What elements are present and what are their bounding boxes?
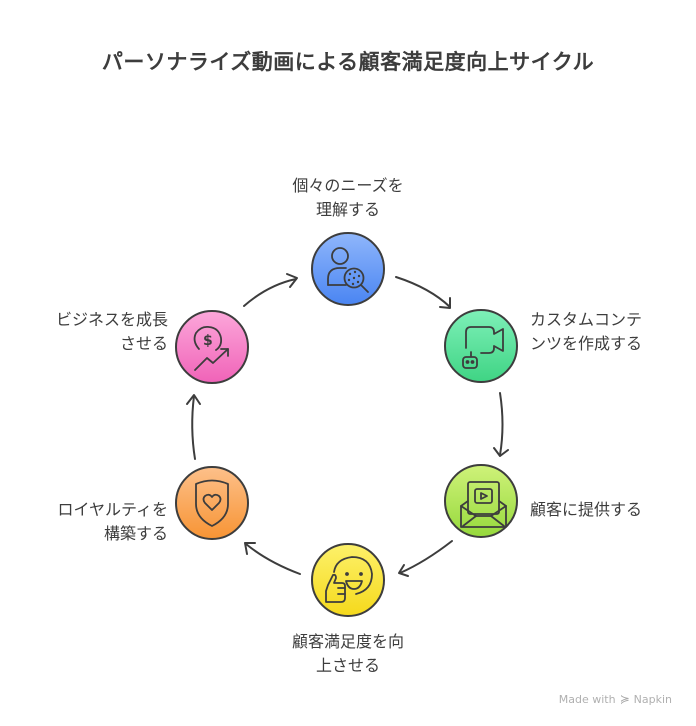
dollar-growth-icon: $	[193, 325, 229, 371]
video-camera-robot-icon	[462, 326, 504, 369]
step-circle-understand-needs	[311, 232, 385, 306]
step-label-build-loyalty: ロイヤルティを 構築する	[10, 498, 168, 546]
dollar-sign: $	[203, 333, 213, 349]
step-label-line: 構築する	[103, 524, 168, 543]
step-circle-improve-satisfaction	[311, 543, 385, 617]
step-label-line: ロイヤルティを	[57, 500, 168, 519]
step-circle-deliver	[444, 464, 518, 538]
arrow-3-to-4	[398, 540, 453, 577]
step-label-understand-needs: 個々のニーズを 理解する	[248, 174, 448, 222]
arrow-5-to-6	[186, 394, 201, 460]
step-label-line: させる	[119, 334, 168, 353]
smiley-thumbs-up-icon	[325, 556, 373, 603]
step-label-line: 顧客に提供する	[530, 500, 643, 519]
step-label-line: 上させる	[315, 656, 380, 675]
envelope-video-icon	[460, 481, 507, 528]
step-label-line: 顧客満足度を向	[291, 632, 404, 651]
diagram-title: パーソナライズ動画による顧客満足度向上サイクル	[101, 50, 595, 74]
step-circle-grow-business: $	[175, 310, 249, 384]
made-with-napkin-footer: Made with ≽ Napkin	[559, 692, 672, 706]
step-label-grow-business: ビジネスを成長 させる	[10, 308, 168, 356]
step-label-line: ビジネスを成長	[55, 310, 168, 329]
napkin-logo-icon: ≽	[619, 692, 630, 706]
step-label-line: ンツを作成する	[530, 334, 643, 353]
step-label-line: 個々のニーズを	[292, 176, 404, 195]
person-search-icon	[327, 247, 369, 293]
footer-brand: Napkin	[633, 692, 672, 706]
step-circle-build-loyalty	[175, 466, 249, 540]
step-label-line: 理解する	[315, 200, 380, 219]
step-circle-create-content	[444, 309, 518, 383]
step-label-deliver: 顧客に提供する	[530, 498, 690, 522]
step-label-improve-satisfaction: 顧客満足度を向 上させる	[248, 630, 448, 678]
arrow-4-to-5	[244, 542, 301, 575]
arrow-1-to-2	[395, 276, 451, 309]
step-label-create-content: カスタムコンテ ンツを作成する	[530, 308, 690, 356]
shield-heart-icon	[195, 479, 229, 527]
arrow-2-to-3	[493, 392, 509, 457]
arrow-6-to-1	[243, 273, 298, 307]
footer-prefix: Made with	[558, 692, 616, 706]
step-label-line: カスタムコンテ	[530, 310, 643, 329]
